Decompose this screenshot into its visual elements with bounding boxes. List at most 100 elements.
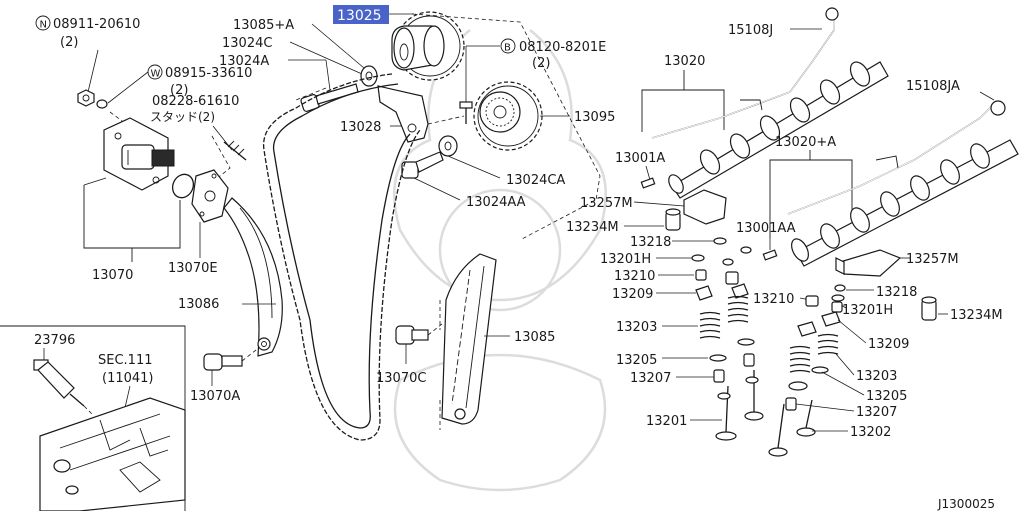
label-13070: 13070 [92,268,133,283]
dowel-pin-13001A [640,177,656,189]
label-13085A: 13085+A [233,18,294,33]
label-13020: 13020 [664,54,705,69]
label-13202: 13202 [850,425,891,440]
w-marker-letter: W [151,69,161,80]
watermark [393,29,607,492]
label-13025: 13025 [337,8,382,24]
lash-adjuster-13234M-left [665,208,681,231]
bolt-13070A [203,349,257,371]
dowel-pin-13001AA [762,249,778,261]
label-13210-right: 13210 [753,292,794,307]
label-13024AA: 13024AA [466,195,526,210]
gasket-13070E [191,169,229,223]
label-13070A: 13070A [190,389,240,404]
label-13205-left: 13205 [616,353,657,368]
label-13207-right: 13207 [856,405,897,420]
label-13205-right: 13205 [866,389,907,404]
label-13201: 13201 [646,414,687,429]
valve-parts-right [768,284,846,457]
nut-icon [77,89,95,107]
lash-adjuster-13234M-right [921,296,937,321]
chain-tensioner-13070 [103,117,175,191]
oil-pipe-15108JA [787,100,1006,215]
label-13257M-left: 13257M [580,196,633,211]
label-13001AA: 13001AA [736,221,796,236]
highlight-box [333,5,389,24]
callout-13020: 13020 [641,54,725,132]
label-13203-right: 13203 [856,369,897,384]
stud-icon [223,140,247,161]
oil-pipe-15108J [651,7,839,139]
washer-13024C [360,65,378,87]
label-13207-left: 13207 [630,371,671,386]
inset-box: 23796 SEC.111 (11041) [0,325,186,511]
label-11041: (11041) [102,371,154,386]
callout-08915: W 08915-33610 (2) [107,64,252,104]
washer-13024CA [438,135,458,157]
callout-08911: N 08911-20610 (2) [35,15,140,93]
label-08911-qty: (2) [60,35,78,50]
b-marker-letter: B [504,43,511,54]
exhaust-sprocket-13095 [473,81,543,151]
chain-guide-13028 [377,85,465,143]
camshaft-sprocket-13025 [391,11,465,81]
label-13218-left: 13218 [630,235,671,250]
label-13203-left: 13203 [616,320,657,335]
cylinder-head-cover [39,397,186,511]
label-13020A: 13020+A [775,135,836,150]
callout-13024A: 13024A [219,54,331,91]
label-13086: 13086 [178,297,219,312]
label-13085: 13085 [514,330,555,345]
label-23796: 23796 [34,333,75,348]
label-13095: 13095 [574,110,615,125]
timing-chain [262,73,421,441]
camshaft-13020A [791,139,1019,267]
bolt-08120 [459,101,473,124]
label-13234M-left: 13234M [566,220,619,235]
camshaft-13020 [668,61,889,199]
camshaft-sensor-23796 [33,359,85,407]
label-13257M-right: 13257M [906,252,959,267]
label-13201H-left: 13201H [600,252,651,267]
label-13001A: 13001A [615,151,665,166]
bolt-13024AA [401,151,444,179]
label-13070C: 13070C [376,371,426,386]
label-13209-left: 13209 [612,287,653,302]
label-13024CA: 13024CA [506,173,565,188]
label-13070E: 13070E [168,261,218,276]
rocker-13257M-left [683,189,727,225]
label-08120: 08120-8201E [519,40,606,55]
n-marker-letter: N [40,20,47,31]
label-13024A: 13024A [219,54,269,69]
label-08915: 08915-33610 [165,66,252,81]
o-ring-icon [171,173,195,199]
callout-08120: B 08120-8201E (2) [465,38,606,102]
reference-code: J1300025 [937,497,995,511]
label-13024C: 13024C [222,36,272,51]
label-15108JA: 15108JA [906,79,960,94]
label-08911: 08911-20610 [53,17,140,32]
callout-13020A: 13020+A [769,135,853,238]
label-15108J: 15108J [728,23,773,38]
label-13028: 13028 [340,120,381,135]
label-13218-right: 13218 [876,285,917,300]
bolt-13070C [395,323,443,345]
n-marker-icon [35,15,51,31]
callout-13025-highlighted[interactable]: 13025 [333,5,414,24]
rocker-13257M-right [835,249,902,277]
label-sec111: SEC.111 [98,353,153,368]
bolt-13024A [300,83,359,112]
washer-icon [96,99,108,109]
label-08228-stud: スタッド(2) [150,110,215,124]
callout-08228: 08228-61610 スタッド(2) [150,94,239,151]
chain-guide-13085 [441,253,497,425]
label-13234M-right: 13234M [950,308,1003,323]
b-marker-icon [500,38,516,54]
chain-guide-13086 [223,197,283,357]
label-13209-right: 13209 [868,337,909,352]
callout-13024C: 13024C [222,36,363,75]
callout-13085A: 13085+A [233,18,365,69]
valve-parts-left [691,237,764,441]
label-08915-qty: (2) [170,83,188,98]
